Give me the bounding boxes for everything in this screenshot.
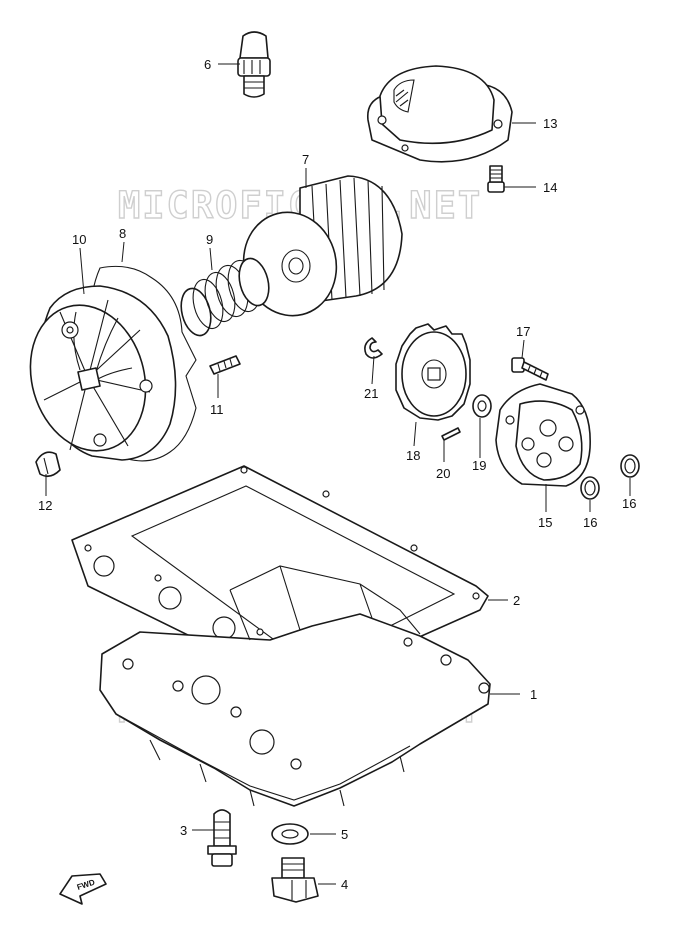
callout-1: 1 — [530, 687, 537, 702]
callout-5: 5 — [341, 827, 348, 842]
callout-21: 21 — [364, 386, 378, 401]
part-18-driven-gear — [395, 323, 471, 421]
callout-16-right: 16 — [622, 496, 636, 511]
callout-6: 6 — [204, 57, 211, 72]
part-12-cap-nut — [35, 451, 61, 478]
callout-8: 8 — [119, 226, 126, 241]
part-5-gasket-washer — [271, 823, 309, 845]
callout-17: 17 — [516, 324, 530, 339]
part-19-washer — [472, 394, 492, 418]
callout-15: 15 — [538, 515, 552, 530]
part-16-o-rings — [580, 454, 640, 500]
callout-11: 11 — [210, 402, 224, 417]
part-6-oil-filler-cap — [237, 31, 271, 98]
callout-13: 13 — [543, 116, 557, 131]
part-14-bolt — [487, 165, 505, 193]
callout-20: 20 — [436, 466, 450, 481]
callout-19: 19 — [472, 458, 486, 473]
part-13-cover — [366, 65, 513, 163]
part-17-bolt — [511, 357, 549, 381]
callout-3: 3 — [180, 823, 187, 838]
part-9-spring — [180, 257, 270, 337]
callout-16-left: 16 — [583, 515, 597, 530]
callout-2: 2 — [513, 593, 520, 608]
callout-14: 14 — [543, 180, 557, 195]
part-20-pin — [441, 427, 461, 441]
part-4-drain-plug — [271, 857, 319, 903]
callout-leaders — [45, 63, 631, 885]
callout-labels: 1 2 3 4 5 6 7 8 9 10 11 12 13 14 15 16 1… — [38, 57, 636, 892]
part-1-oil-pan — [99, 565, 491, 807]
callout-18: 18 — [406, 448, 420, 463]
callout-9: 9 — [206, 232, 213, 247]
callout-7: 7 — [302, 152, 309, 167]
fwd-direction-marker: FWD — [59, 873, 107, 905]
part-3-bolt — [207, 809, 237, 867]
part-21-circlip — [364, 337, 383, 359]
callout-10: 10 — [72, 232, 86, 247]
callout-4: 4 — [341, 877, 348, 892]
part-11-stud — [209, 355, 241, 375]
part-10-filter-cover — [29, 285, 177, 461]
callout-12: 12 — [38, 498, 52, 513]
part-15-oil-pump — [495, 383, 591, 487]
